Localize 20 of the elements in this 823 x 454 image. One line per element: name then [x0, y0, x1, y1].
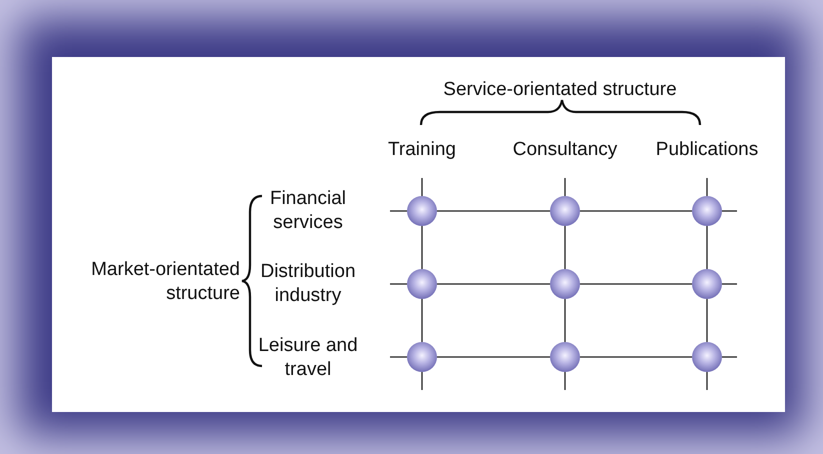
row-header: Distribution industry: [259, 260, 357, 308]
connector-line: [437, 210, 550, 212]
column-header: Training: [387, 138, 457, 162]
connector-line: [564, 226, 566, 269]
row-header: Leisure and travel: [258, 334, 358, 382]
connector-line: [580, 283, 692, 285]
connector-line: [580, 210, 692, 212]
connector-line: [421, 299, 423, 342]
brace-label: Market-orientated structure: [90, 258, 240, 306]
column-header: Consultancy: [512, 138, 618, 162]
connector-line: [437, 356, 550, 358]
row-header: Financial services: [268, 187, 348, 235]
column-header: Publications: [654, 138, 760, 162]
connector-line: [437, 283, 550, 285]
brace-label: Service-orientated structure: [442, 78, 678, 102]
connector-line: [706, 299, 708, 342]
connector-line: [421, 226, 423, 269]
connector-line: [580, 356, 692, 358]
connector-line: [706, 226, 708, 269]
connector-line: [564, 299, 566, 342]
